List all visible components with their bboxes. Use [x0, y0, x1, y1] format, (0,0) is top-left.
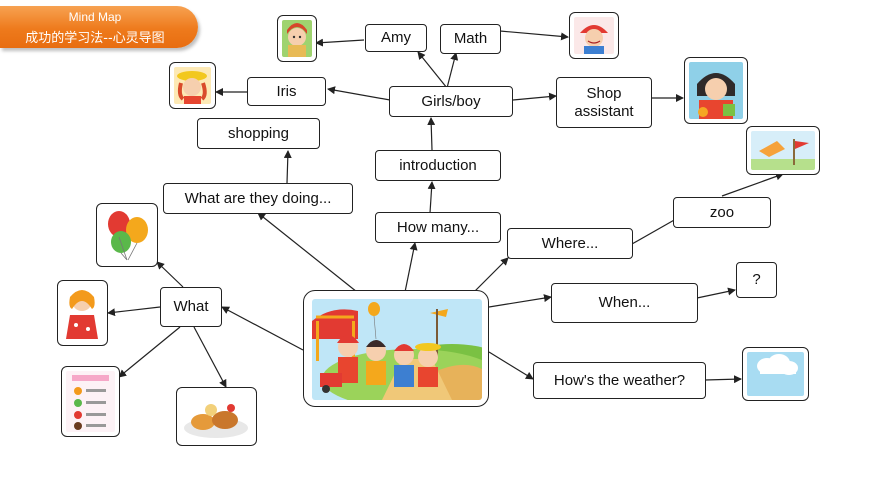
link-introduction-girlsboy	[427, 117, 436, 151]
iris-portrait-image	[169, 62, 216, 109]
cakes-plate-image	[176, 387, 257, 446]
math-boy-portrait-image	[569, 12, 619, 59]
link-weather-image	[704, 375, 742, 384]
node-when-label: When...	[598, 294, 651, 311]
doll-image	[57, 280, 108, 346]
link-center-what	[221, 306, 304, 351]
node-how-many-label: How many...	[396, 218, 480, 236]
node-amy: Amy	[365, 24, 427, 52]
amy-portrait-image	[277, 15, 317, 62]
sky-cloud-image	[742, 347, 809, 401]
link-what-pricelist	[118, 326, 181, 378]
node-shop-assistant-label: Shop assistant	[574, 84, 634, 120]
link-whatdoing-shopping	[283, 150, 292, 184]
node-question: ?	[736, 262, 777, 298]
node-hows-the-weather: How's the weather?	[533, 362, 706, 399]
node-what-are-they-doing: What are they doing...	[163, 183, 353, 214]
node-what-label: What	[173, 298, 209, 315]
link-math-image	[499, 30, 569, 41]
node-girls-boy-label: Girls/boy	[421, 92, 481, 110]
node-amy-label: Amy	[381, 29, 411, 46]
link-girlsboy-amy	[417, 51, 448, 89]
node-question-label: ?	[752, 271, 761, 288]
shop-assistant-portrait-image	[684, 57, 748, 124]
node-how-many: How many...	[375, 212, 501, 243]
link-what-doll	[107, 306, 161, 317]
link-girlsboy-shopassistant	[512, 92, 557, 101]
node-shopping-label: shopping	[228, 124, 289, 142]
mind-map-banner: Mind Map 成功的学习法--心灵导图	[0, 6, 198, 48]
link-what-cakes	[193, 326, 227, 388]
link-center-whatdoing	[257, 212, 358, 293]
price-list-image	[61, 366, 120, 437]
link-what-balloons	[156, 261, 184, 288]
node-math-label: Math	[453, 30, 488, 47]
node-iris-label: Iris	[276, 82, 297, 100]
link-center-when	[488, 294, 552, 308]
node-zoo-label: zoo	[709, 203, 735, 221]
node-shop-assistant: Shop assistant	[556, 77, 652, 128]
link-center-where	[473, 257, 509, 293]
node-where-label: Where...	[541, 234, 599, 252]
node-shopping: shopping	[197, 118, 320, 149]
link-center-weather	[488, 351, 534, 380]
central-children-image	[303, 290, 489, 407]
node-what: What	[160, 287, 222, 327]
banner-title: Mind Map	[68, 10, 122, 24]
link-howmany-introduction	[427, 181, 436, 214]
node-girls-boy: Girls/boy	[389, 86, 513, 117]
node-when: When...	[551, 283, 698, 323]
link-girlsboy-iris	[327, 86, 391, 101]
node-where: Where...	[507, 228, 633, 259]
node-introduction-label: introduction	[399, 156, 477, 174]
link-amy-image	[315, 38, 365, 47]
node-what-are-they-doing-label: What are they doing...	[184, 189, 332, 207]
node-hows-the-weather-label: How's the weather?	[553, 371, 686, 389]
node-iris: Iris	[247, 77, 326, 106]
link-where-zoo	[631, 218, 677, 245]
banner-subtitle: 成功的学习法--心灵导图	[25, 31, 165, 46]
link-girlsboy-math	[446, 52, 459, 89]
balloons-image	[96, 203, 158, 267]
zoo-sign-image	[746, 126, 820, 175]
node-math: Math	[440, 24, 501, 54]
link-center-howmany	[404, 242, 418, 293]
node-introduction: introduction	[375, 150, 501, 181]
link-zoo-image	[721, 172, 784, 197]
link-when-question	[696, 287, 736, 299]
node-zoo: zoo	[673, 197, 771, 228]
